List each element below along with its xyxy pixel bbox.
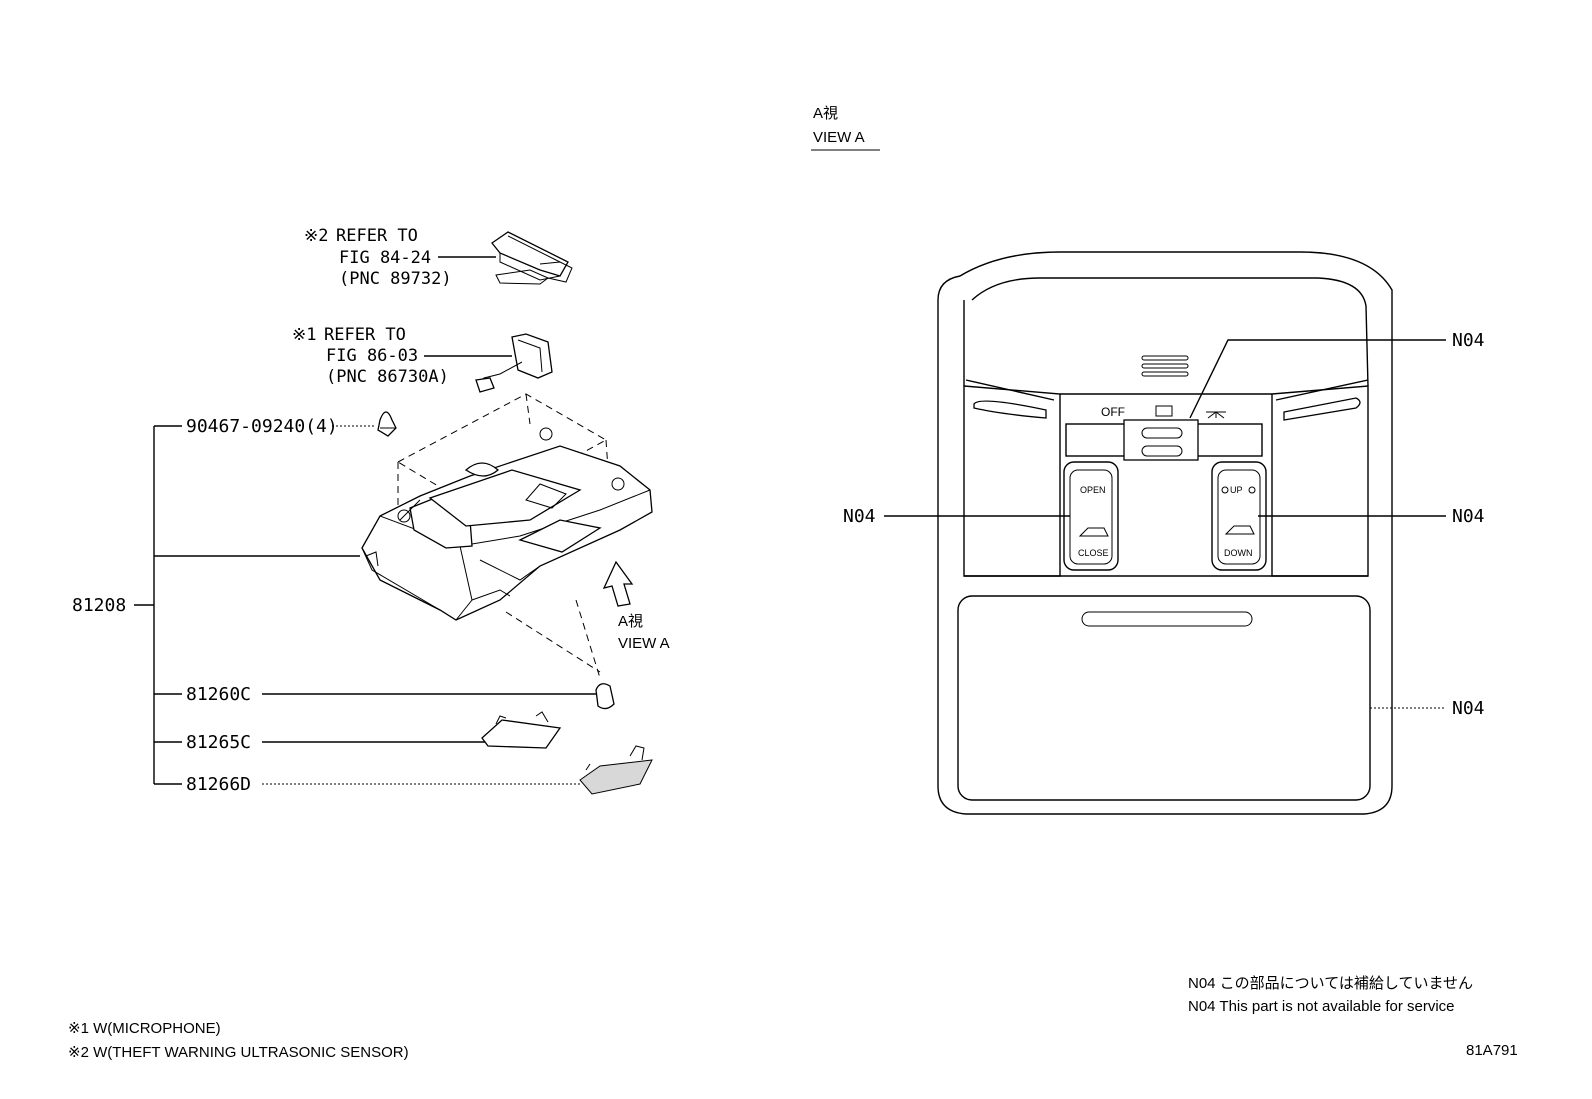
refer-line1: REFER TO [324,325,406,345]
sunroof-open-close-switch[interactable]: OPEN CLOSE [1063,461,1119,571]
view-a-arrow-en: VIEW A [618,635,670,652]
refer-line2: FIG 84-24 [339,248,431,268]
open-label: OPEN [1080,485,1106,495]
lens-81265c-part [481,711,562,749]
microphone-grille [1141,355,1189,377]
lens-81266d-part [579,745,653,795]
console-front-view: OFF OPEN CLOSE UP [937,251,1393,815]
n04-label-bottom[interactable]: N04 [1452,698,1485,719]
part-number-lens-2[interactable]: 81266D [186,774,251,795]
refer-callout-microphone[interactable]: ※1 REFER TO FIG 86-03 (PNC 86730A) [292,325,512,387]
footnote-1: ※1 W(MICROPHONE) [68,1020,221,1037]
refer-line3: (PNC 89732) [339,269,452,289]
part-number-lens-1[interactable]: 81265C [186,732,251,753]
map-light-icon [1206,411,1226,419]
refer-line1: REFER TO [336,226,418,246]
door-icon [1155,405,1173,417]
part-number-assembly[interactable]: 81208 [72,595,126,616]
dome-light-slider[interactable] [1065,419,1263,461]
refer-mark: ※1 [292,325,316,345]
refer-mark: ※2 [304,226,328,246]
view-a-arrow [602,560,634,607]
figure-id: 81A791 [1466,1042,1518,1059]
sunglass-holder-lid[interactable] [957,595,1371,801]
bulb-part [595,683,615,710]
service-note-en: N04 This part is not available for servi… [1188,998,1455,1015]
part-leader-bracket [134,425,360,785]
sunroof-tilt-switch[interactable]: UP DOWN [1211,461,1267,571]
service-note-jp: N04 この部品については補給していません [1188,975,1473,992]
refer-callout-sensor[interactable]: ※2 REFER TO FIG 84-24 (PNC 89732) [304,226,496,289]
part-number-clip[interactable]: 90467-09240(4) [186,416,338,437]
footnote-2: ※2 W(THEFT WARNING ULTRASONIC SENSOR) [68,1044,409,1061]
n04-label-left[interactable]: N04 [843,506,876,527]
view-a-arrow-jp: A視 [618,613,643,630]
ultrasonic-sensor-part [491,231,573,285]
refer-line2: FIG 86-03 [326,346,418,366]
close-label: CLOSE [1078,548,1109,558]
n04-leaders [884,339,1446,709]
n04-label-top[interactable]: N04 [1452,330,1485,351]
clip-part [377,411,397,437]
microphone-part [475,333,553,393]
n04-label-right[interactable]: N04 [1452,506,1485,527]
refer-line3: (PNC 86730A) [326,367,449,387]
up-label: UP [1230,485,1243,495]
view-a-header-jp: A視 [813,105,838,122]
roof-console-assembly [361,393,653,679]
switch-label-off: OFF [1101,405,1125,419]
part-number-bulb[interactable]: 81260C [186,684,251,705]
down-label: DOWN [1224,548,1253,558]
view-a-header-en: VIEW A [813,129,865,146]
